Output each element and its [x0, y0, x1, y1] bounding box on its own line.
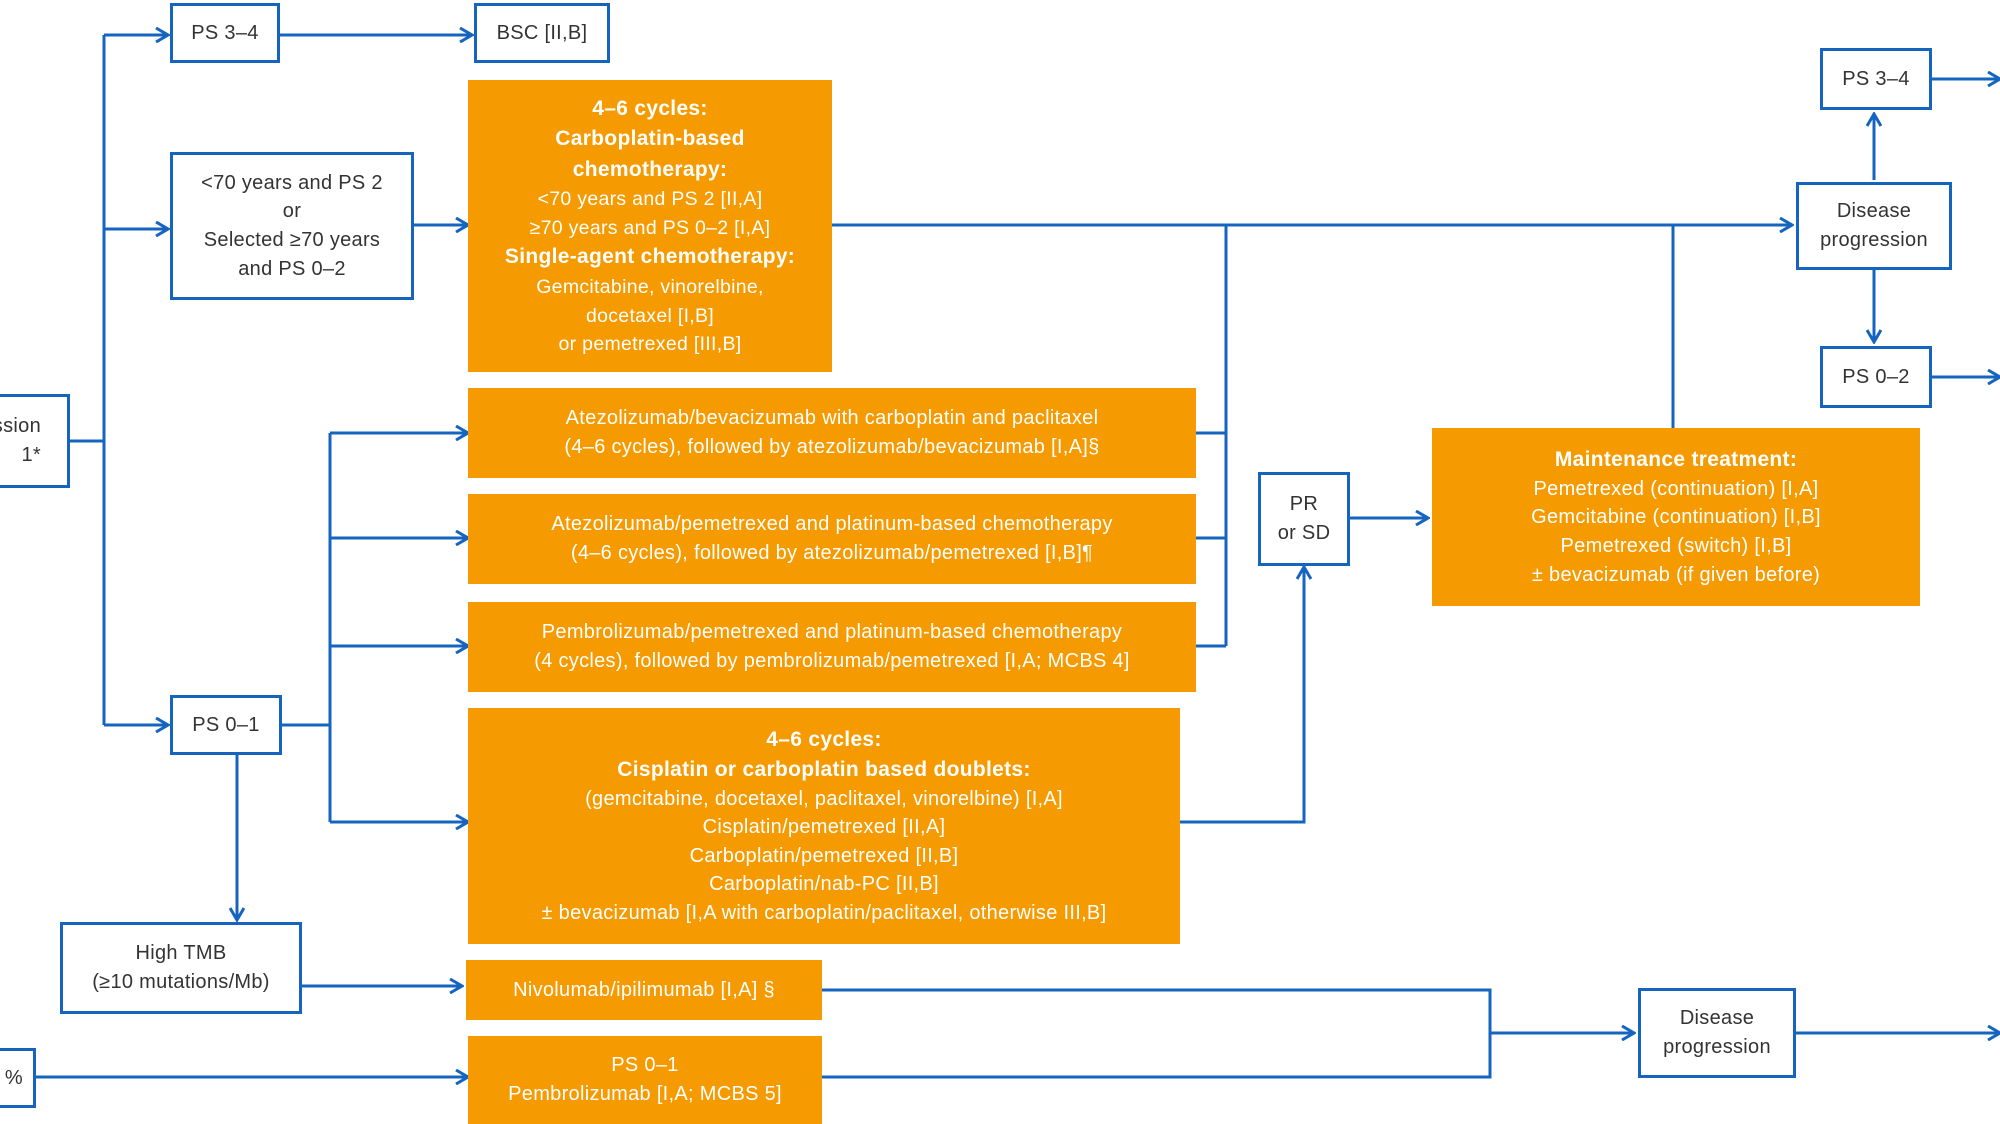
box-text-line: ± bevacizumab (if given before): [1531, 563, 1821, 586]
box-text-line: Pemetrexed (switch) [I,B]: [1560, 535, 1792, 557]
box-text-line: Nivolumab/ipilimumab [I,A] §: [513, 978, 775, 1001]
box-text-line: docetaxel [I,B]: [585, 304, 715, 327]
doublets-box: 4–6 cycles: Cisplatin or carboplatin bas…: [468, 708, 1180, 944]
box-text-line: High TMB: [135, 942, 227, 965]
pr-sd-box: PR or SD: [1258, 472, 1350, 566]
bsc-box: BSC [II,B]: [474, 3, 610, 63]
box-text-line: Maintenance treatment:: [1554, 447, 1798, 471]
box-text-line: Pembrolizumab [I,A; MCBS 5]: [508, 1083, 782, 1105]
box-text-line: (4–6 cycles), followed by atezolizumab/p…: [570, 542, 1094, 564]
ps34-box-top: PS 3–4: [170, 3, 280, 63]
box-text-line: ssion: [0, 415, 41, 438]
box-text-line: Atezolizumab/pemetrexed and platinum-bas…: [551, 513, 1113, 536]
left-box-bottom: %: [0, 1048, 36, 1108]
box-text-line: ≥70 years and PS 0–2 [I,A]: [529, 216, 771, 239]
left-box-top: ssion 1*: [0, 394, 70, 488]
box-text-line: chemotherapy:: [572, 157, 728, 181]
box-text-line: PS 0–2: [1842, 365, 1910, 388]
box-text-line: PS 0–1: [192, 713, 260, 736]
ps01-branch: [282, 433, 332, 822]
ps01-box: PS 0–1: [170, 695, 282, 755]
pembro-pem-box: Pembrolizumab/pemetrexed and platinum-ba…: [468, 602, 1196, 692]
box-text-line: and PS 0–2: [238, 257, 346, 280]
box-text-line: BSC [II,B]: [496, 21, 588, 44]
box-text-line: or pemetrexed [III,B]: [558, 333, 742, 356]
box-text-line: Atezolizumab/bevacizumab with carboplati…: [565, 407, 1099, 430]
box-text-line: (≥10 mutations/Mb): [92, 971, 270, 993]
ps34-box-right: PS 3–4: [1820, 48, 1932, 110]
nivolumab-box: Nivolumab/ipilimumab [I,A] §: [466, 960, 822, 1020]
box-text-line: Carboplatin/nab-PC [II,B]: [709, 873, 939, 896]
box-text-line: Disease: [1836, 200, 1912, 223]
box-text-line: or SD: [1277, 522, 1331, 544]
maintenance-box: Maintenance treatment: Pemetrexed (conti…: [1432, 428, 1920, 606]
box-text-line: (4–6 cycles), followed by atezolizumab/b…: [564, 436, 1100, 458]
box-text-line: (gemcitabine, docetaxel, paclitaxel, vin…: [585, 787, 1063, 810]
box-text-line: Single-agent chemotherapy:: [504, 245, 796, 269]
box-text-line: Gemcitabine (continuation) [I,B]: [1531, 506, 1821, 529]
box-text-line: PS 3–4: [191, 21, 259, 44]
box-text-line: ± bevacizumab [I,A with carboplatin/pacl…: [541, 901, 1107, 924]
nivo-merge: [822, 988, 1492, 1079]
box-text-line: or: [282, 200, 302, 223]
disease-progression-top: Disease progression: [1796, 182, 1952, 270]
box-text-line: progression: [1820, 229, 1928, 251]
box-text-line: <70 years and PS 2: [201, 171, 383, 194]
atezo-pem-box: Atezolizumab/pemetrexed and platinum-bas…: [468, 494, 1196, 584]
carboplatin-chemo-box: 4–6 cycles: Carboplatin-based chemothera…: [468, 80, 832, 372]
box-text-line: Pembrolizumab/pemetrexed and platinum-ba…: [541, 621, 1123, 644]
box-text-line: PR: [1289, 493, 1319, 516]
box-text-line: Carboplatin/pemetrexed [II,B]: [689, 844, 959, 867]
box-text-line: Selected ≥70 years: [203, 229, 381, 251]
box-text-line: Disease: [1679, 1007, 1755, 1030]
trunk-line: [70, 35, 106, 443]
box-text-line: 4–6 cycles:: [592, 96, 708, 120]
box-text-line: (4 cycles), followed by pembrolizumab/pe…: [534, 650, 1130, 672]
box-text-line: Pemetrexed (continuation) [I,A]: [1533, 477, 1819, 500]
box-text-line: Cisplatin or carboplatin based doublets:: [617, 757, 1031, 781]
box-text-line: PS 3–4: [1842, 67, 1910, 90]
box-text-line: 1*: [21, 444, 41, 466]
box-text-line: <70 years and PS 2 [II,A]: [537, 188, 763, 211]
box-text-line: Cisplatin/pemetrexed [II,A]: [702, 816, 946, 839]
box-text-line: Gemcitabine, vinorelbine,: [536, 276, 764, 299]
high-tmb-box: High TMB (≥10 mutations/Mb): [60, 922, 302, 1014]
box-text-line: Carboplatin-based: [555, 127, 745, 151]
disease-progression-bottom: Disease progression: [1638, 988, 1796, 1078]
box-text-line: progression: [1663, 1036, 1771, 1058]
atezo-bev-box: Atezolizumab/bevacizumab with carboplati…: [468, 388, 1196, 478]
box-text-line: %: [4, 1066, 23, 1089]
box-text-line: PS 0–1: [611, 1054, 679, 1077]
ps02-box-right: PS 0–2: [1820, 346, 1932, 408]
doublets-to-prsd: [1180, 567, 1304, 824]
box-text-line: 4–6 cycles:: [766, 727, 882, 751]
